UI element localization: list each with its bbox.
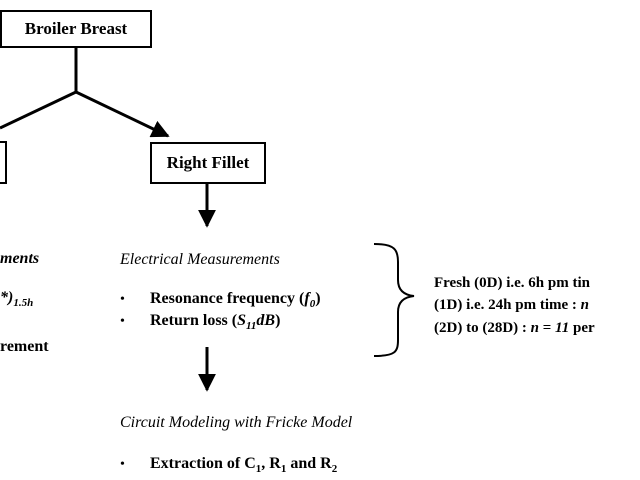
- left-branch-line: [0, 90, 77, 130]
- one-day-line: (1D) i.e. 24h pm time : n: [434, 297, 589, 313]
- return-loss-item: Return loss (S11dB): [150, 312, 281, 333]
- f-subscript: 0: [309, 298, 316, 311]
- left-box-edge: [0, 141, 7, 184]
- electrical-heading: Electrical Measurements: [120, 251, 280, 268]
- broiler-breast-label: Broiler Breast: [24, 19, 128, 38]
- n-symbol-1: n: [580, 297, 589, 313]
- left-line1-fragment: *)1.5h: [0, 289, 33, 309]
- n-symbol-2: n: [530, 320, 539, 336]
- bullet-3: •: [120, 457, 125, 472]
- n-value: 11: [555, 320, 570, 336]
- broiler-breast-box: Broiler Breast: [0, 10, 152, 48]
- s-subscript: 11: [246, 320, 257, 333]
- right-fillet-label: Right Fillet: [166, 153, 250, 172]
- right-branch-arrow: [75, 90, 170, 138]
- left-heading-fragment: ments: [0, 250, 40, 267]
- left-line1-sub: 1.5h: [13, 297, 34, 310]
- two-to-28-day-line: (2D) to (28D) : n = 11 per: [434, 320, 595, 336]
- fresh-line: Fresh (0D) i.e. 6h pm tin: [434, 275, 590, 291]
- resonance-frequency-item: Resonance frequency (f0): [150, 290, 321, 311]
- db-symbol: dB: [256, 312, 276, 329]
- f-symbol: f: [304, 290, 310, 307]
- right-fillet-box: Right Fillet: [150, 142, 266, 184]
- bullet-2: •: [120, 314, 125, 329]
- left-line1-sym: *): [0, 289, 14, 306]
- extraction-item: Extraction of C1, R1 and R2: [150, 455, 338, 476]
- s-symbol: S: [237, 312, 247, 329]
- curly-brace: [373, 243, 415, 357]
- circuit-modeling-heading: Circuit Modeling with Fricke Model: [120, 414, 353, 431]
- left-line2-fragment: rement: [0, 338, 49, 355]
- bullet-1: •: [120, 292, 125, 307]
